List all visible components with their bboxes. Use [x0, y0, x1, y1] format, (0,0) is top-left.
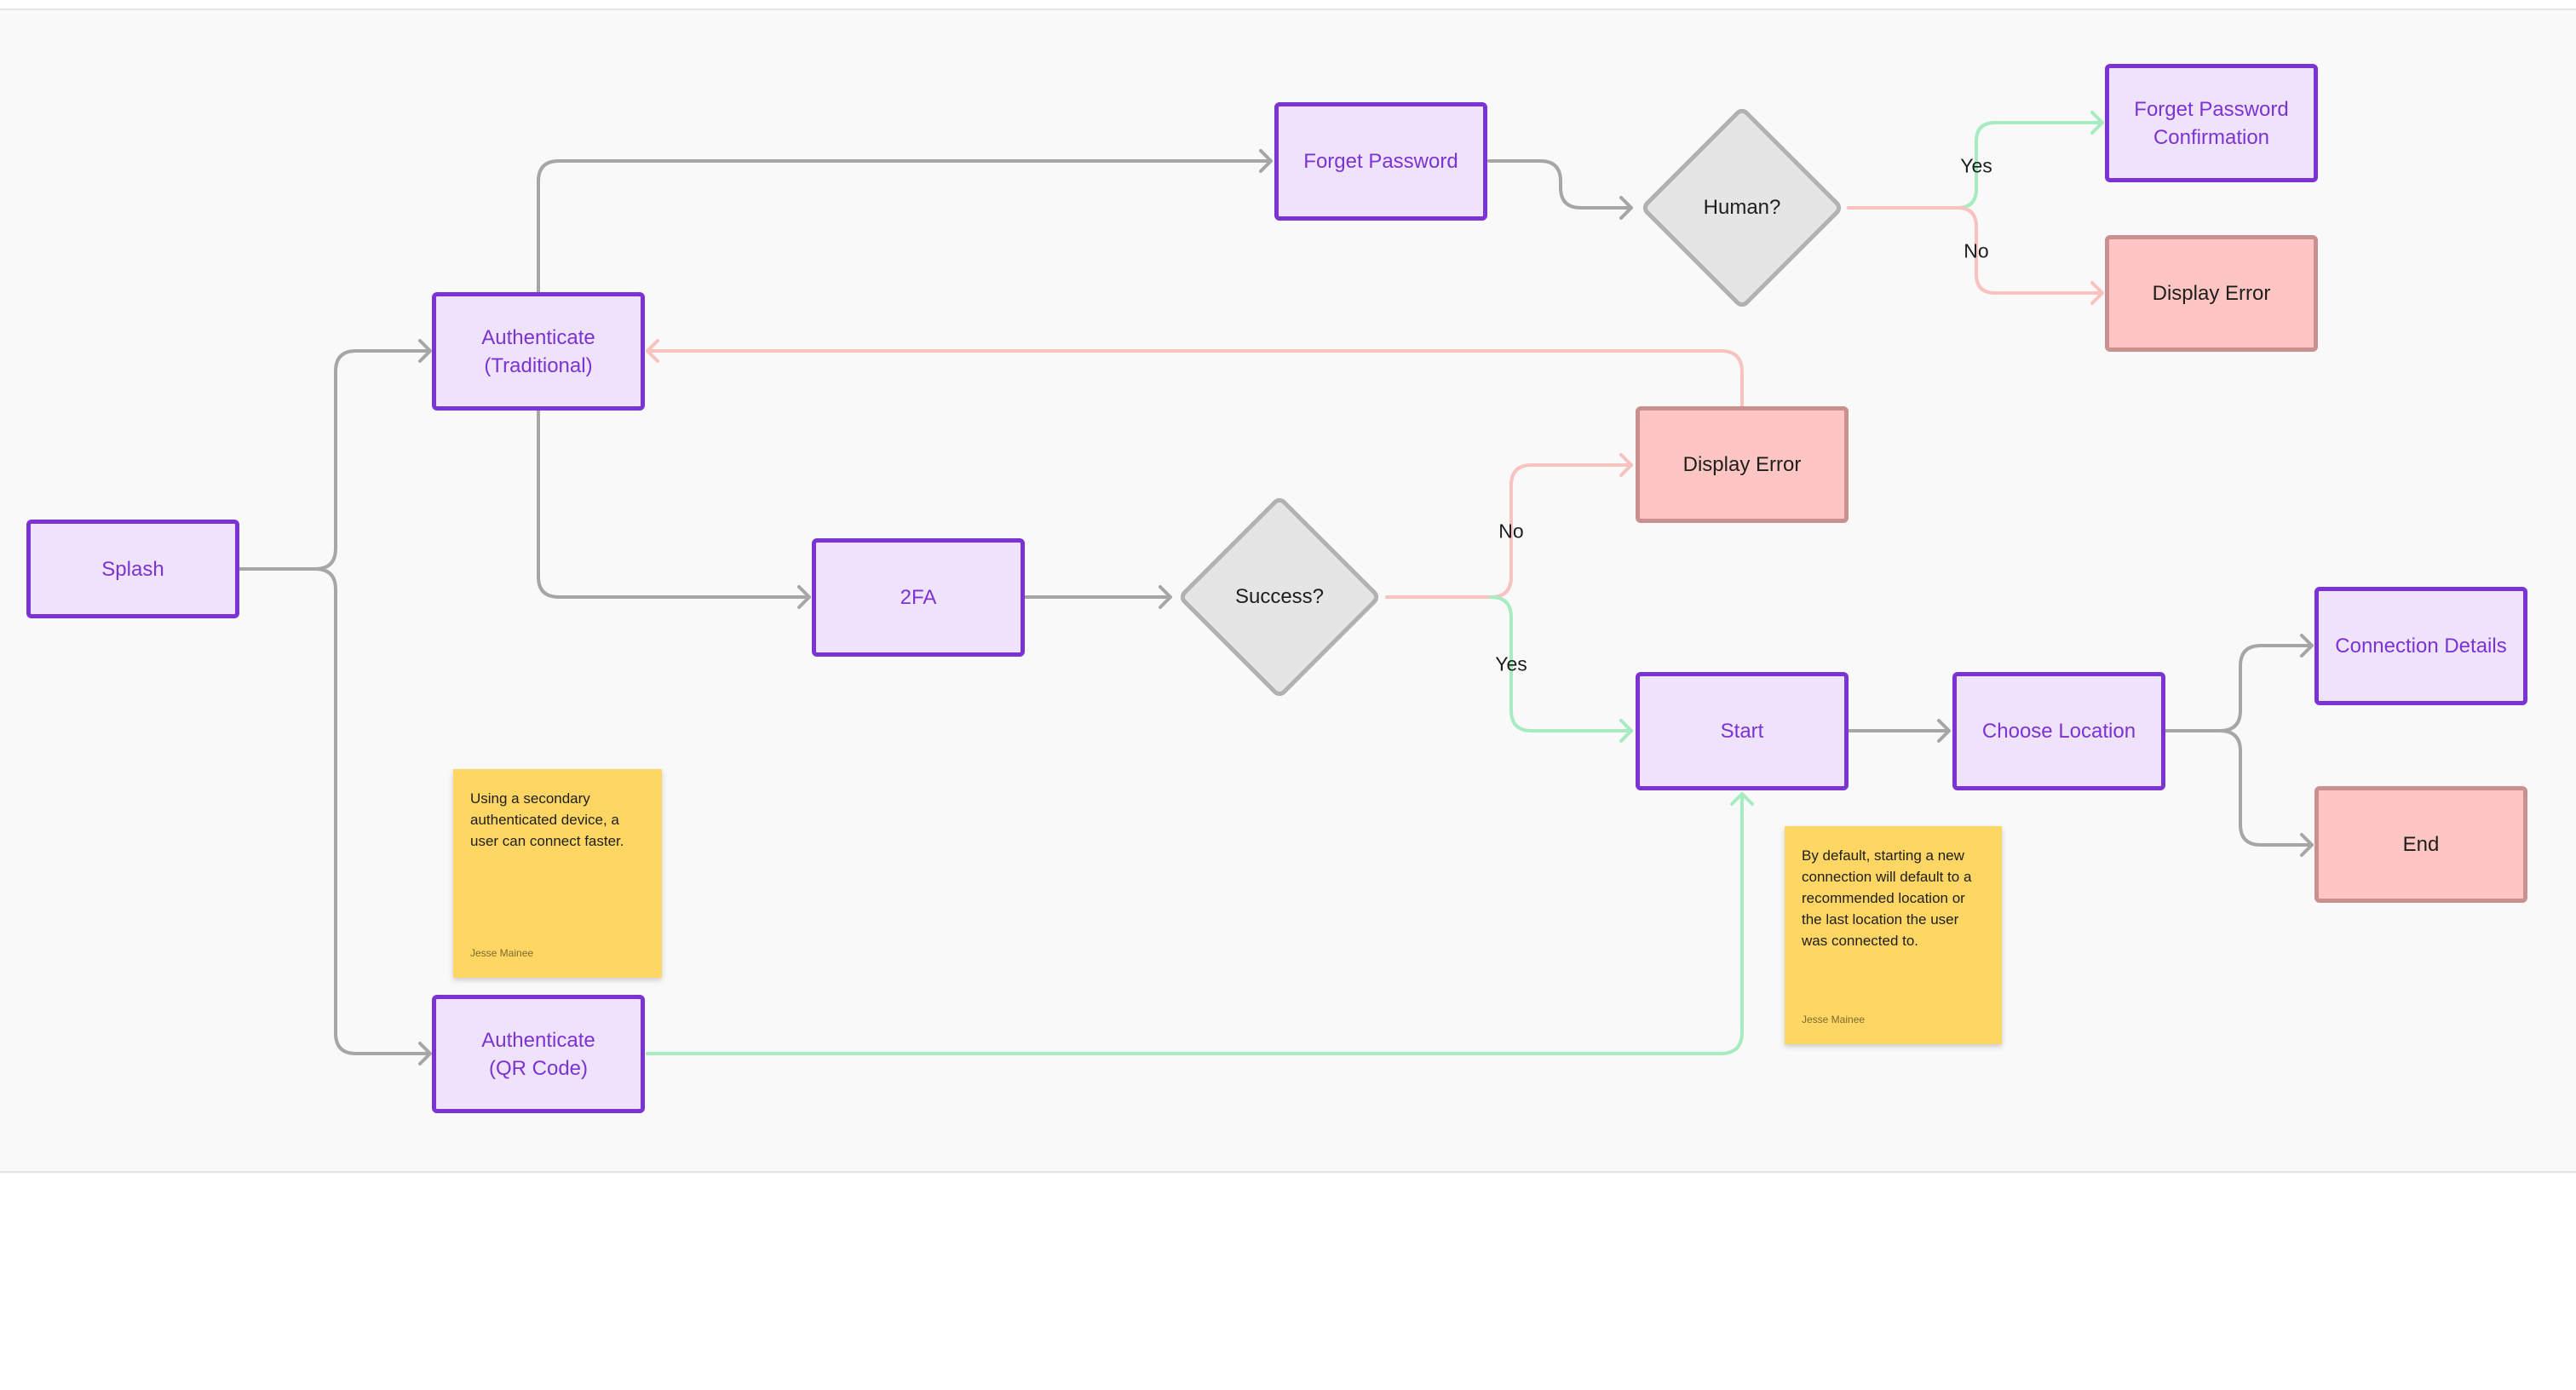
sticky-author: Jesse Mainee [1802, 1014, 1866, 1025]
decision-success[interactable]: Success? [1173, 491, 1386, 704]
sticky-author: Jesse Mainee [470, 947, 534, 959]
node-authenticate-qr[interactable]: Authenticate (QR Code) [432, 995, 645, 1113]
node-connection-details[interactable]: Connection Details [2314, 587, 2527, 705]
node-label: Authenticate (QR Code) [481, 1028, 595, 1080]
edge-label-human-no: No [1964, 239, 1989, 262]
edge-choose-location-to-connection-details[interactable] [2164, 634, 2314, 732]
edge-splash-to-auth-qr[interactable] [313, 567, 432, 1065]
decision-human[interactable]: Human? [1636, 101, 1849, 314]
edge-human-no[interactable] [1847, 206, 2104, 305]
edge-label-human-yes: Yes [1960, 154, 1992, 177]
decision-label: Success? [1234, 585, 1325, 608]
node-label: Display Error [1682, 453, 1802, 476]
node-forget-password[interactable]: Forget Password [1274, 102, 1487, 221]
edge-2fa-to-success[interactable] [1023, 585, 1172, 609]
node-label: End [2402, 833, 2440, 856]
node-label: Forget Password [1303, 150, 1458, 173]
edge-auth-to-forget-password[interactable] [537, 149, 1273, 294]
node-forget-password-confirmation[interactable]: Forget Password Confirmation [2105, 64, 2318, 182]
edge-success-no[interactable] [1385, 453, 1633, 599]
node-label: Start [1720, 720, 1764, 743]
edge-choose-location-to-end[interactable] [2218, 729, 2314, 857]
node-display-error-mid[interactable]: Display Error [1636, 406, 1849, 523]
node-label: Connection Details [2335, 635, 2507, 658]
node-label: Splash [101, 557, 164, 581]
sticky-text: By default, starting a new connection wi… [1802, 847, 1972, 949]
edge-human-yes[interactable] [1872, 111, 2104, 210]
node-label: Choose Location [1981, 720, 2136, 743]
node-start[interactable]: Start [1636, 672, 1849, 790]
edge-start-to-choose-location[interactable] [1847, 719, 1951, 743]
decision-label: Human? [1703, 196, 1781, 219]
sticky-note-qr[interactable]: Using a secondary authenticated device, … [453, 769, 662, 978]
node-choose-location[interactable]: Choose Location [1952, 672, 2165, 790]
sticky-note-start[interactable]: By default, starting a new connection wi… [1785, 826, 2002, 1044]
node-display-error-top[interactable]: Display Error [2105, 235, 2318, 352]
node-label: Display Error [2152, 282, 2271, 305]
edge-forget-password-to-human[interactable] [1487, 159, 1633, 220]
edge-label-success-yes: Yes [1495, 652, 1527, 675]
node-end[interactable]: End [2314, 786, 2527, 903]
node-label: Forget Password Confirmation [2134, 97, 2289, 149]
node-2fa[interactable]: 2FA [812, 538, 1025, 657]
edge-label-success-no: No [1498, 520, 1524, 543]
edge-auth-qr-to-start[interactable] [646, 792, 1754, 1055]
node-splash[interactable]: Splash [26, 520, 239, 618]
node-label: Authenticate (Traditional) [481, 325, 595, 377]
node-authenticate-traditional[interactable]: Authenticate (Traditional) [432, 292, 645, 411]
edge-auth-to-2fa[interactable] [537, 409, 811, 609]
edge-splash-to-auth-traditional[interactable] [237, 339, 432, 571]
edge-error-to-auth[interactable] [646, 339, 1744, 408]
sticky-text: Using a secondary authenticated device, … [470, 790, 624, 849]
edge-success-yes[interactable] [1489, 595, 1633, 743]
node-label: 2FA [900, 586, 937, 609]
